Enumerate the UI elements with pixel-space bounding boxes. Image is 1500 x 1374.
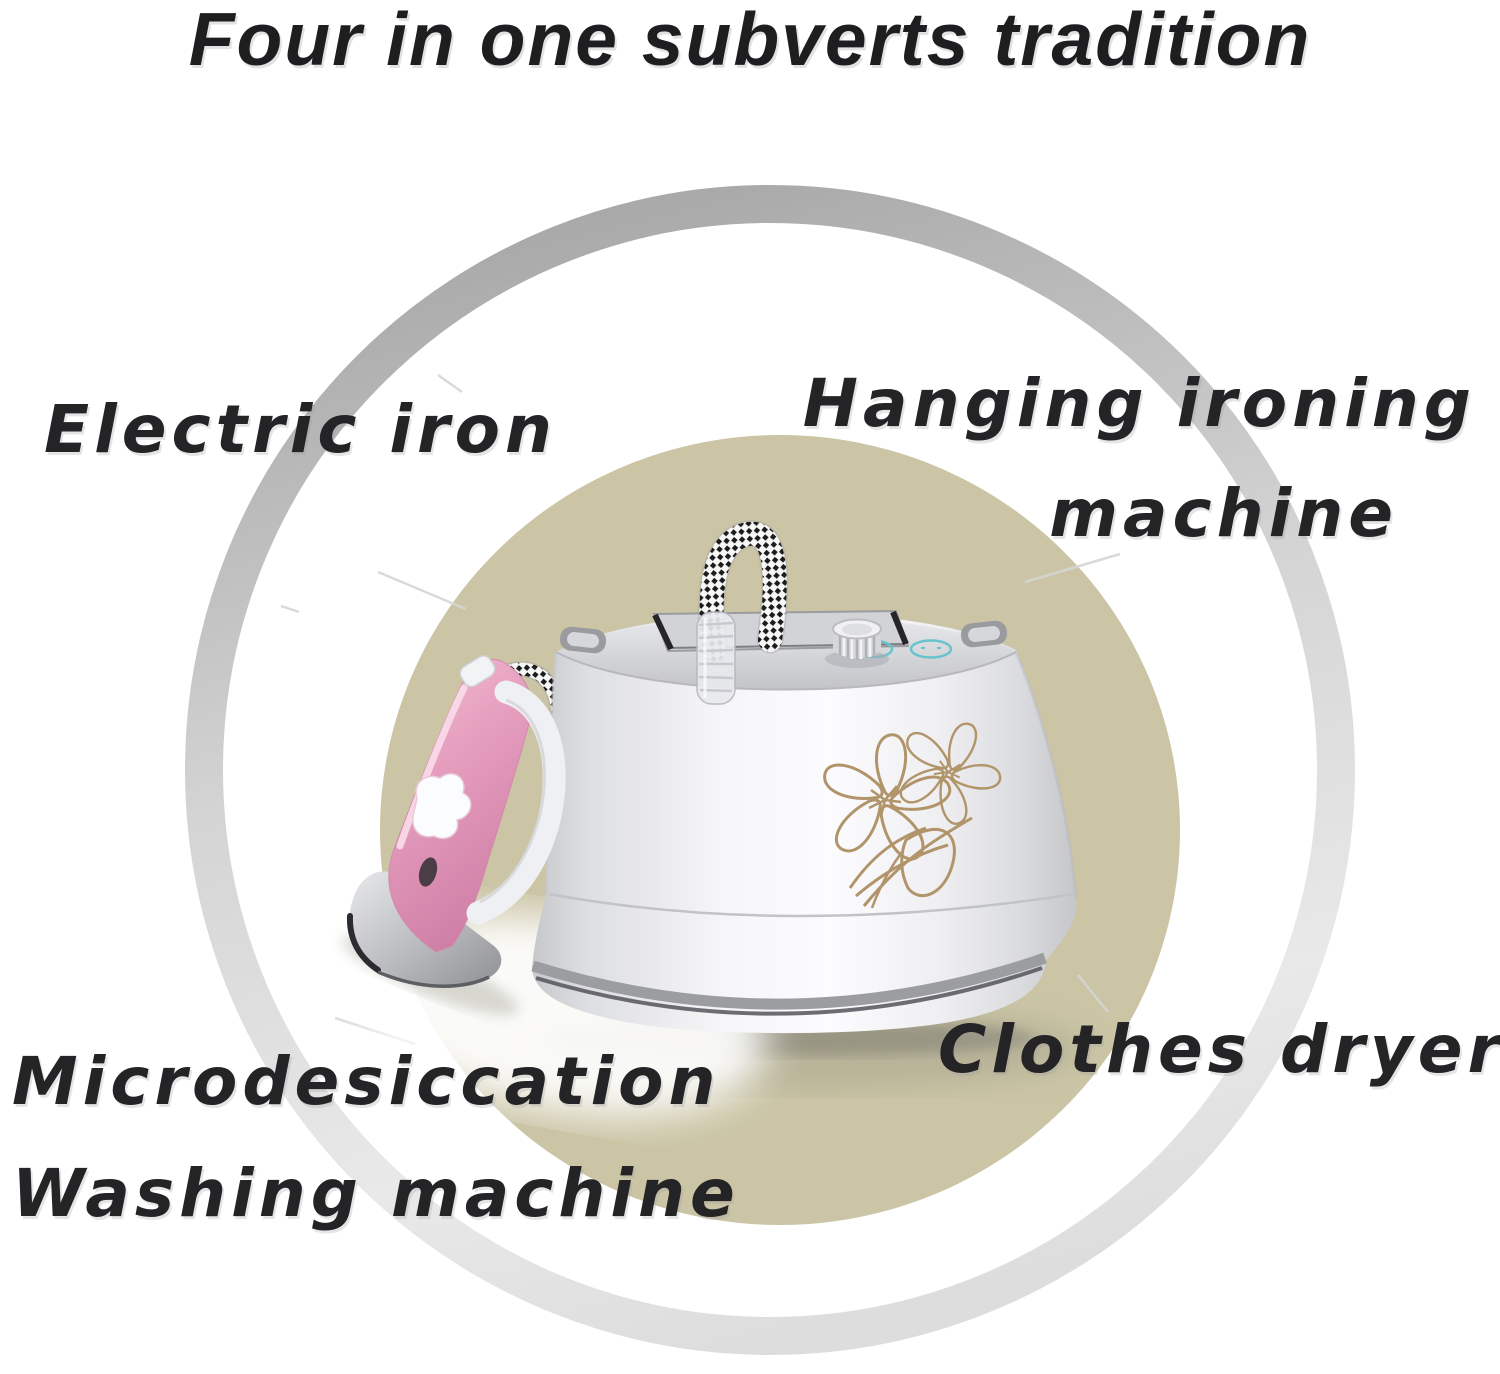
label-clothes-dryer: Clothes dryer [938,1011,1500,1088]
hose-connector [696,611,736,705]
flower-decal [818,705,1018,909]
label-hanging-ironing-line2: machine [1049,475,1398,552]
iron-switch [412,773,472,840]
iron-handle [466,680,566,925]
label-hanging-ironing-line1: Hanging ironing [802,365,1476,442]
steam-knob [825,618,889,668]
label-washing-machine: Washing machine [12,1155,740,1232]
steam-hose [696,520,789,705]
base-seam [548,892,1076,918]
lid-latch-left [559,626,607,654]
label-electric-iron: Electric iron [44,391,557,468]
handheld-iron [346,655,566,988]
outer-ring [185,185,1355,1355]
lid-latch-right [960,620,1008,648]
base-rim [531,952,1047,1010]
garment-steamer-machine [531,609,1078,1034]
cord-cap [459,655,496,688]
label-microdesiccation: Microdesiccation [12,1043,721,1120]
machine-body [532,612,1077,1034]
page-title: Four in one subverts tradition [188,0,1312,81]
steam-vent-hole [418,857,438,887]
